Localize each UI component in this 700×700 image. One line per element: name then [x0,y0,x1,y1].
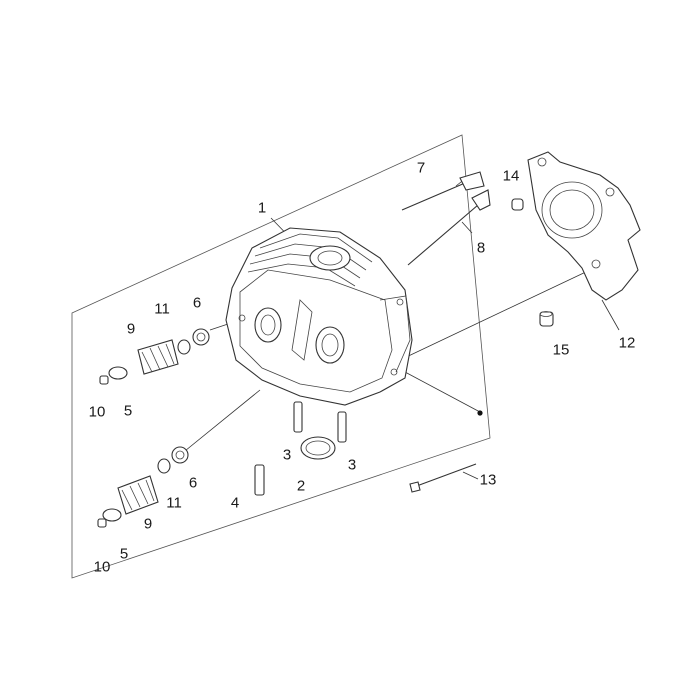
dowel-pin-14 [511,198,524,211]
bush-15 [539,311,554,327]
callout-7: 7 [416,159,426,177]
reference-dot [477,410,483,416]
callout-3-left: 3 [282,446,292,464]
callout-6-upper: 6 [192,294,202,312]
o-ring [300,436,336,460]
callout-15: 15 [552,341,570,359]
cylinder-head [225,227,413,406]
callout-6-lower: 6 [188,474,198,492]
valve-exhaust [407,189,491,266]
dowel-3a [293,401,303,433]
callout-5-lower: 5 [119,545,129,563]
valve-intake [401,171,485,211]
upper-valve-spring-set [99,328,210,385]
leader-lines [179,177,620,480]
callout-10-lower: 10 [93,558,111,576]
dowel-3b [337,411,347,443]
callout-3-right: 3 [347,456,357,474]
pin-4 [254,464,265,496]
callout-1: 1 [257,199,267,217]
callout-11-upper: 11 [154,300,170,318]
head-gasket [527,151,641,301]
callout-14: 14 [502,167,520,185]
callout-5-upper: 5 [123,402,133,420]
callout-10-upper: 10 [88,403,106,421]
callout-8: 8 [476,239,486,257]
callout-11-lower: 11 [166,494,182,512]
assembly-frame [71,134,491,579]
callout-9-upper: 9 [126,320,136,338]
callout-9-lower: 9 [143,515,153,533]
callout-4: 4 [230,494,240,512]
lower-valve-spring-set [97,446,189,528]
callout-13: 13 [479,471,497,489]
callout-12: 12 [618,334,636,352]
callout-2: 2 [296,477,306,495]
stud-bolt [409,463,477,493]
